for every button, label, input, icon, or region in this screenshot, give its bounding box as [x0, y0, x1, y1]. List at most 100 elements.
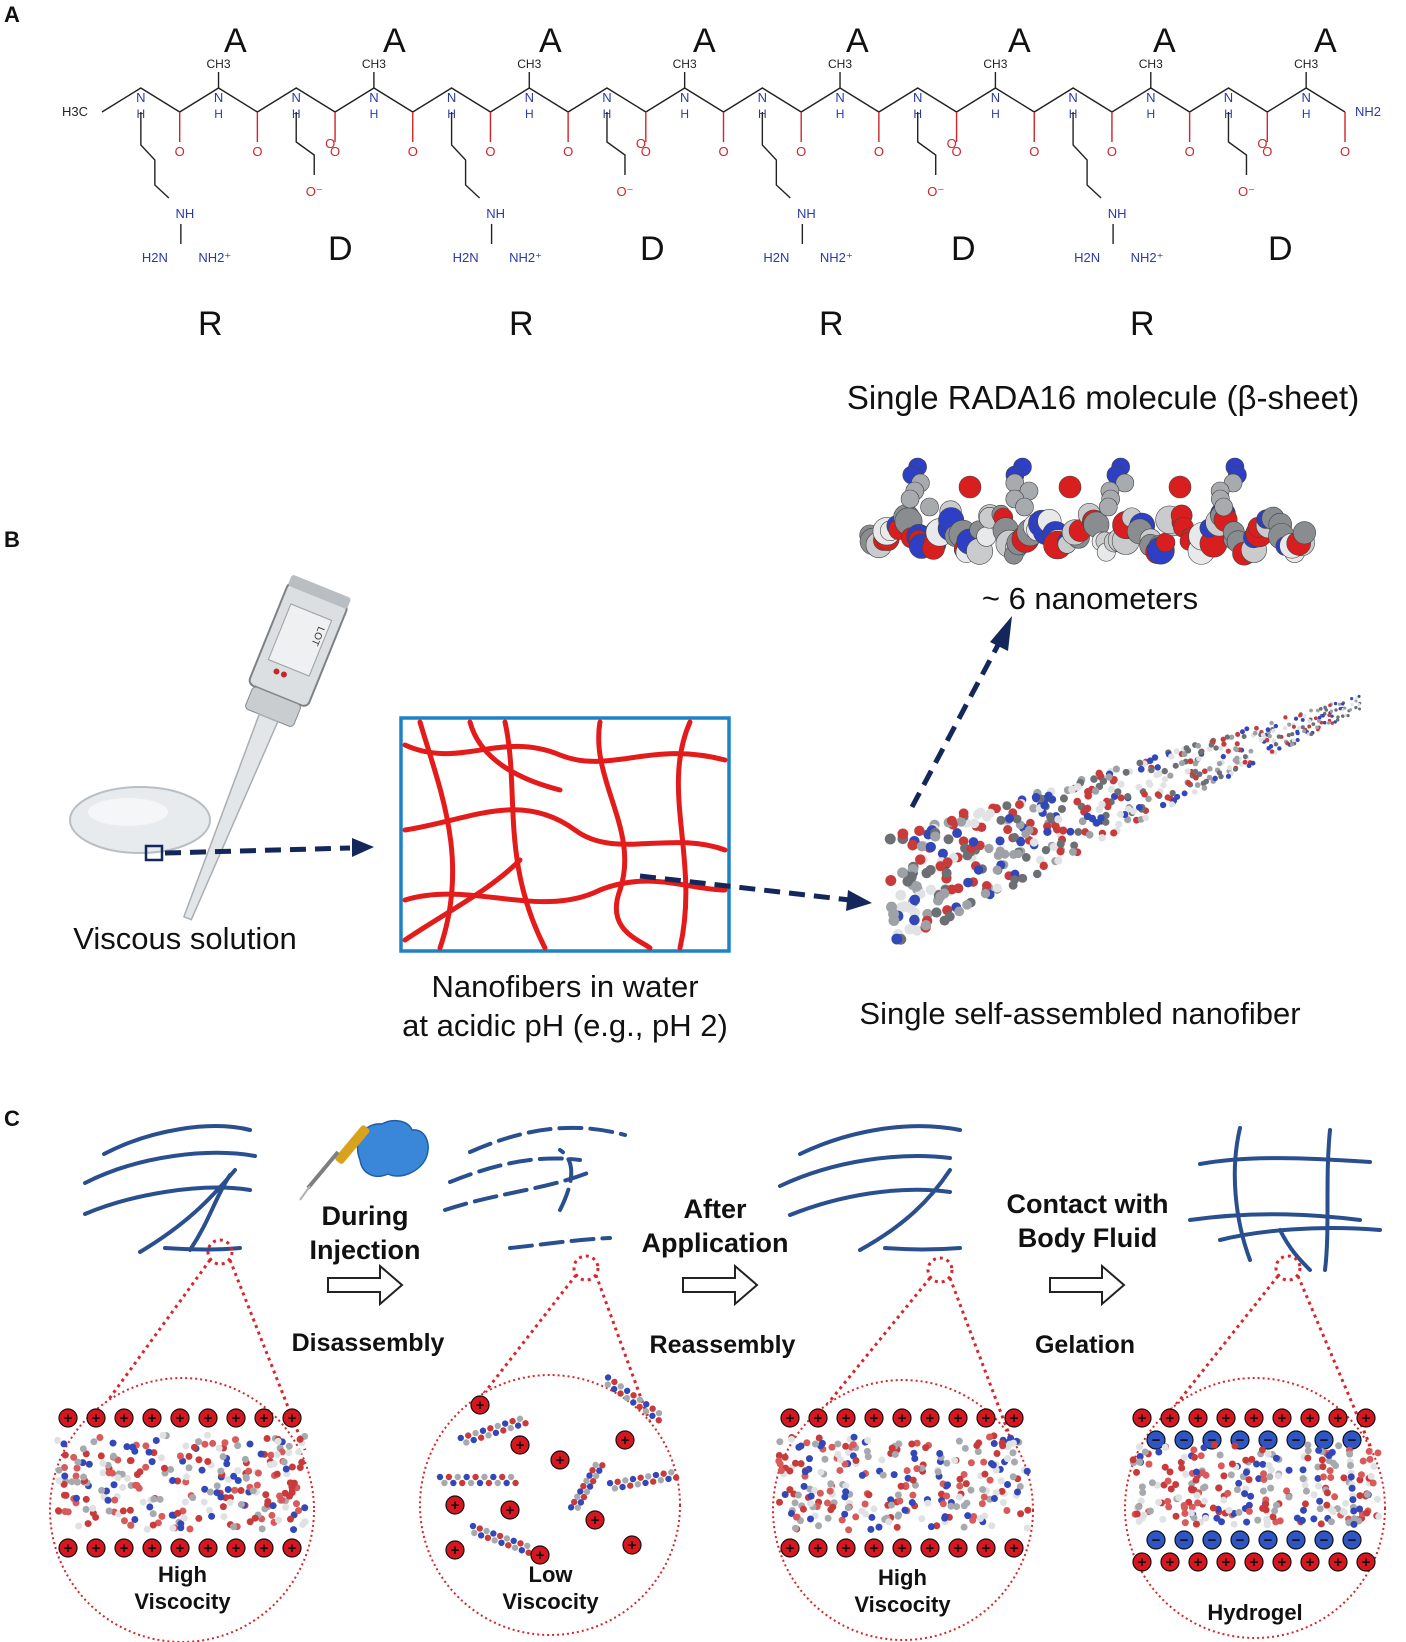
letter-r-3: R	[819, 305, 844, 343]
slab-atom	[110, 1452, 118, 1460]
fiber-atom	[1268, 744, 1274, 749]
letter-a-1: A	[224, 22, 247, 60]
slab-atom	[1224, 1489, 1232, 1497]
arrow-head-1	[352, 838, 374, 857]
slab-atom	[986, 1476, 994, 1484]
slab-atom	[149, 1510, 157, 1518]
fragment-atom	[487, 1425, 494, 1432]
fiber-atom	[941, 868, 952, 879]
fiber-atom	[1309, 732, 1314, 737]
slab-atom	[288, 1463, 296, 1471]
charge-minus-sign: −	[1236, 1432, 1245, 1449]
amide-n: N	[214, 90, 223, 105]
slab-atom	[792, 1513, 800, 1521]
fiber-atom	[1029, 804, 1038, 813]
charge-plus-sign: +	[1306, 1554, 1315, 1571]
slab-atom	[55, 1466, 63, 1474]
fragment-atom	[636, 1403, 643, 1411]
slab-atom	[1271, 1507, 1279, 1515]
slab-atom	[280, 1458, 288, 1466]
fragment-atom	[574, 1504, 582, 1511]
slab-atom	[1314, 1463, 1322, 1471]
slab-atom	[1138, 1483, 1146, 1491]
charge-plus-sign: +	[786, 1410, 795, 1427]
slab-atom	[824, 1514, 832, 1522]
charge-plus	[58, 1538, 78, 1558]
fiber-atom	[1195, 742, 1202, 749]
fragment-atom	[471, 1529, 478, 1537]
charge-plus-sign: +	[814, 1540, 823, 1557]
slab-atom	[1135, 1503, 1143, 1511]
slab-atom	[72, 1494, 80, 1502]
fiber-atom	[1052, 825, 1062, 834]
slab-atom	[1350, 1515, 1358, 1523]
charge-minus-sign: −	[1264, 1432, 1273, 1449]
fragment-atom	[512, 1479, 519, 1487]
charge-plus-sign: +	[1194, 1410, 1203, 1427]
charge-plus-sign: +	[870, 1540, 879, 1557]
slab-atom	[1263, 1515, 1271, 1523]
fiber-atom	[888, 915, 900, 927]
slab-atom	[845, 1526, 853, 1534]
charge-plus	[198, 1538, 218, 1558]
fiber-atom	[1110, 829, 1118, 837]
slab-atom	[1172, 1512, 1180, 1520]
slab-atom	[263, 1435, 271, 1443]
slab-atom	[278, 1496, 286, 1504]
fiber-atom	[1295, 729, 1300, 734]
arg-nh: NH	[486, 206, 505, 221]
fiber-atom	[1056, 839, 1065, 848]
fragment-atom	[596, 1467, 603, 1474]
slab-atom	[1200, 1444, 1208, 1452]
fragment-atom	[643, 1401, 650, 1408]
fiber-atom	[1234, 741, 1240, 747]
fiber-atom	[972, 809, 983, 819]
slab-atom	[1161, 1443, 1169, 1451]
slab-atom	[105, 1507, 113, 1515]
fragment-atom	[589, 1478, 597, 1485]
slab-atom	[990, 1495, 998, 1503]
slab-atom	[1265, 1461, 1273, 1469]
slab-atom	[183, 1473, 191, 1481]
charge-plus	[86, 1408, 106, 1428]
charge-plus-sign: +	[1334, 1554, 1343, 1571]
fiber-atom	[1167, 772, 1174, 779]
slab-atom	[298, 1458, 306, 1466]
arg-sidechain	[1072, 112, 1102, 199]
nanofibers-water-line1: Nanofibers in water	[431, 969, 699, 1004]
amide-h: H	[370, 107, 379, 121]
slab-atom	[204, 1457, 212, 1465]
slab-atom	[1342, 1499, 1350, 1507]
carbonyl-o: O	[718, 144, 728, 159]
fiber-atom	[1098, 800, 1106, 809]
slab-atom	[795, 1443, 803, 1451]
slab-atom	[152, 1436, 160, 1444]
fiber-atom	[1291, 724, 1296, 729]
length-label: ~ 6 nanometers	[981, 581, 1199, 616]
fiber-atom	[952, 828, 963, 839]
fragment-atom	[477, 1532, 485, 1539]
fiber-atom	[1197, 749, 1204, 756]
fiber-atom	[1252, 730, 1258, 736]
fiber-atom	[1336, 715, 1340, 719]
slab-atom	[776, 1460, 784, 1468]
amide-n: N	[525, 90, 534, 105]
slab-atom	[1315, 1446, 1323, 1454]
step1-line2: Injection	[309, 1234, 421, 1265]
fiber-atom	[1307, 719, 1312, 724]
fragment-atom	[501, 1420, 509, 1427]
slab-atom	[967, 1486, 975, 1494]
slab-atom	[818, 1439, 826, 1447]
fiber-atom	[916, 841, 928, 852]
letter-a-5: A	[846, 22, 869, 60]
slab-atom	[146, 1503, 154, 1511]
slab-atom	[120, 1517, 128, 1525]
fiber-atom	[1084, 788, 1092, 796]
fiber-atom	[1097, 814, 1105, 822]
slab-atom	[910, 1449, 918, 1457]
charge-plus	[114, 1538, 134, 1558]
slab-atom	[92, 1513, 100, 1521]
slab-atom	[231, 1436, 239, 1444]
atom	[1292, 521, 1316, 545]
fiber-atom	[1181, 751, 1188, 758]
